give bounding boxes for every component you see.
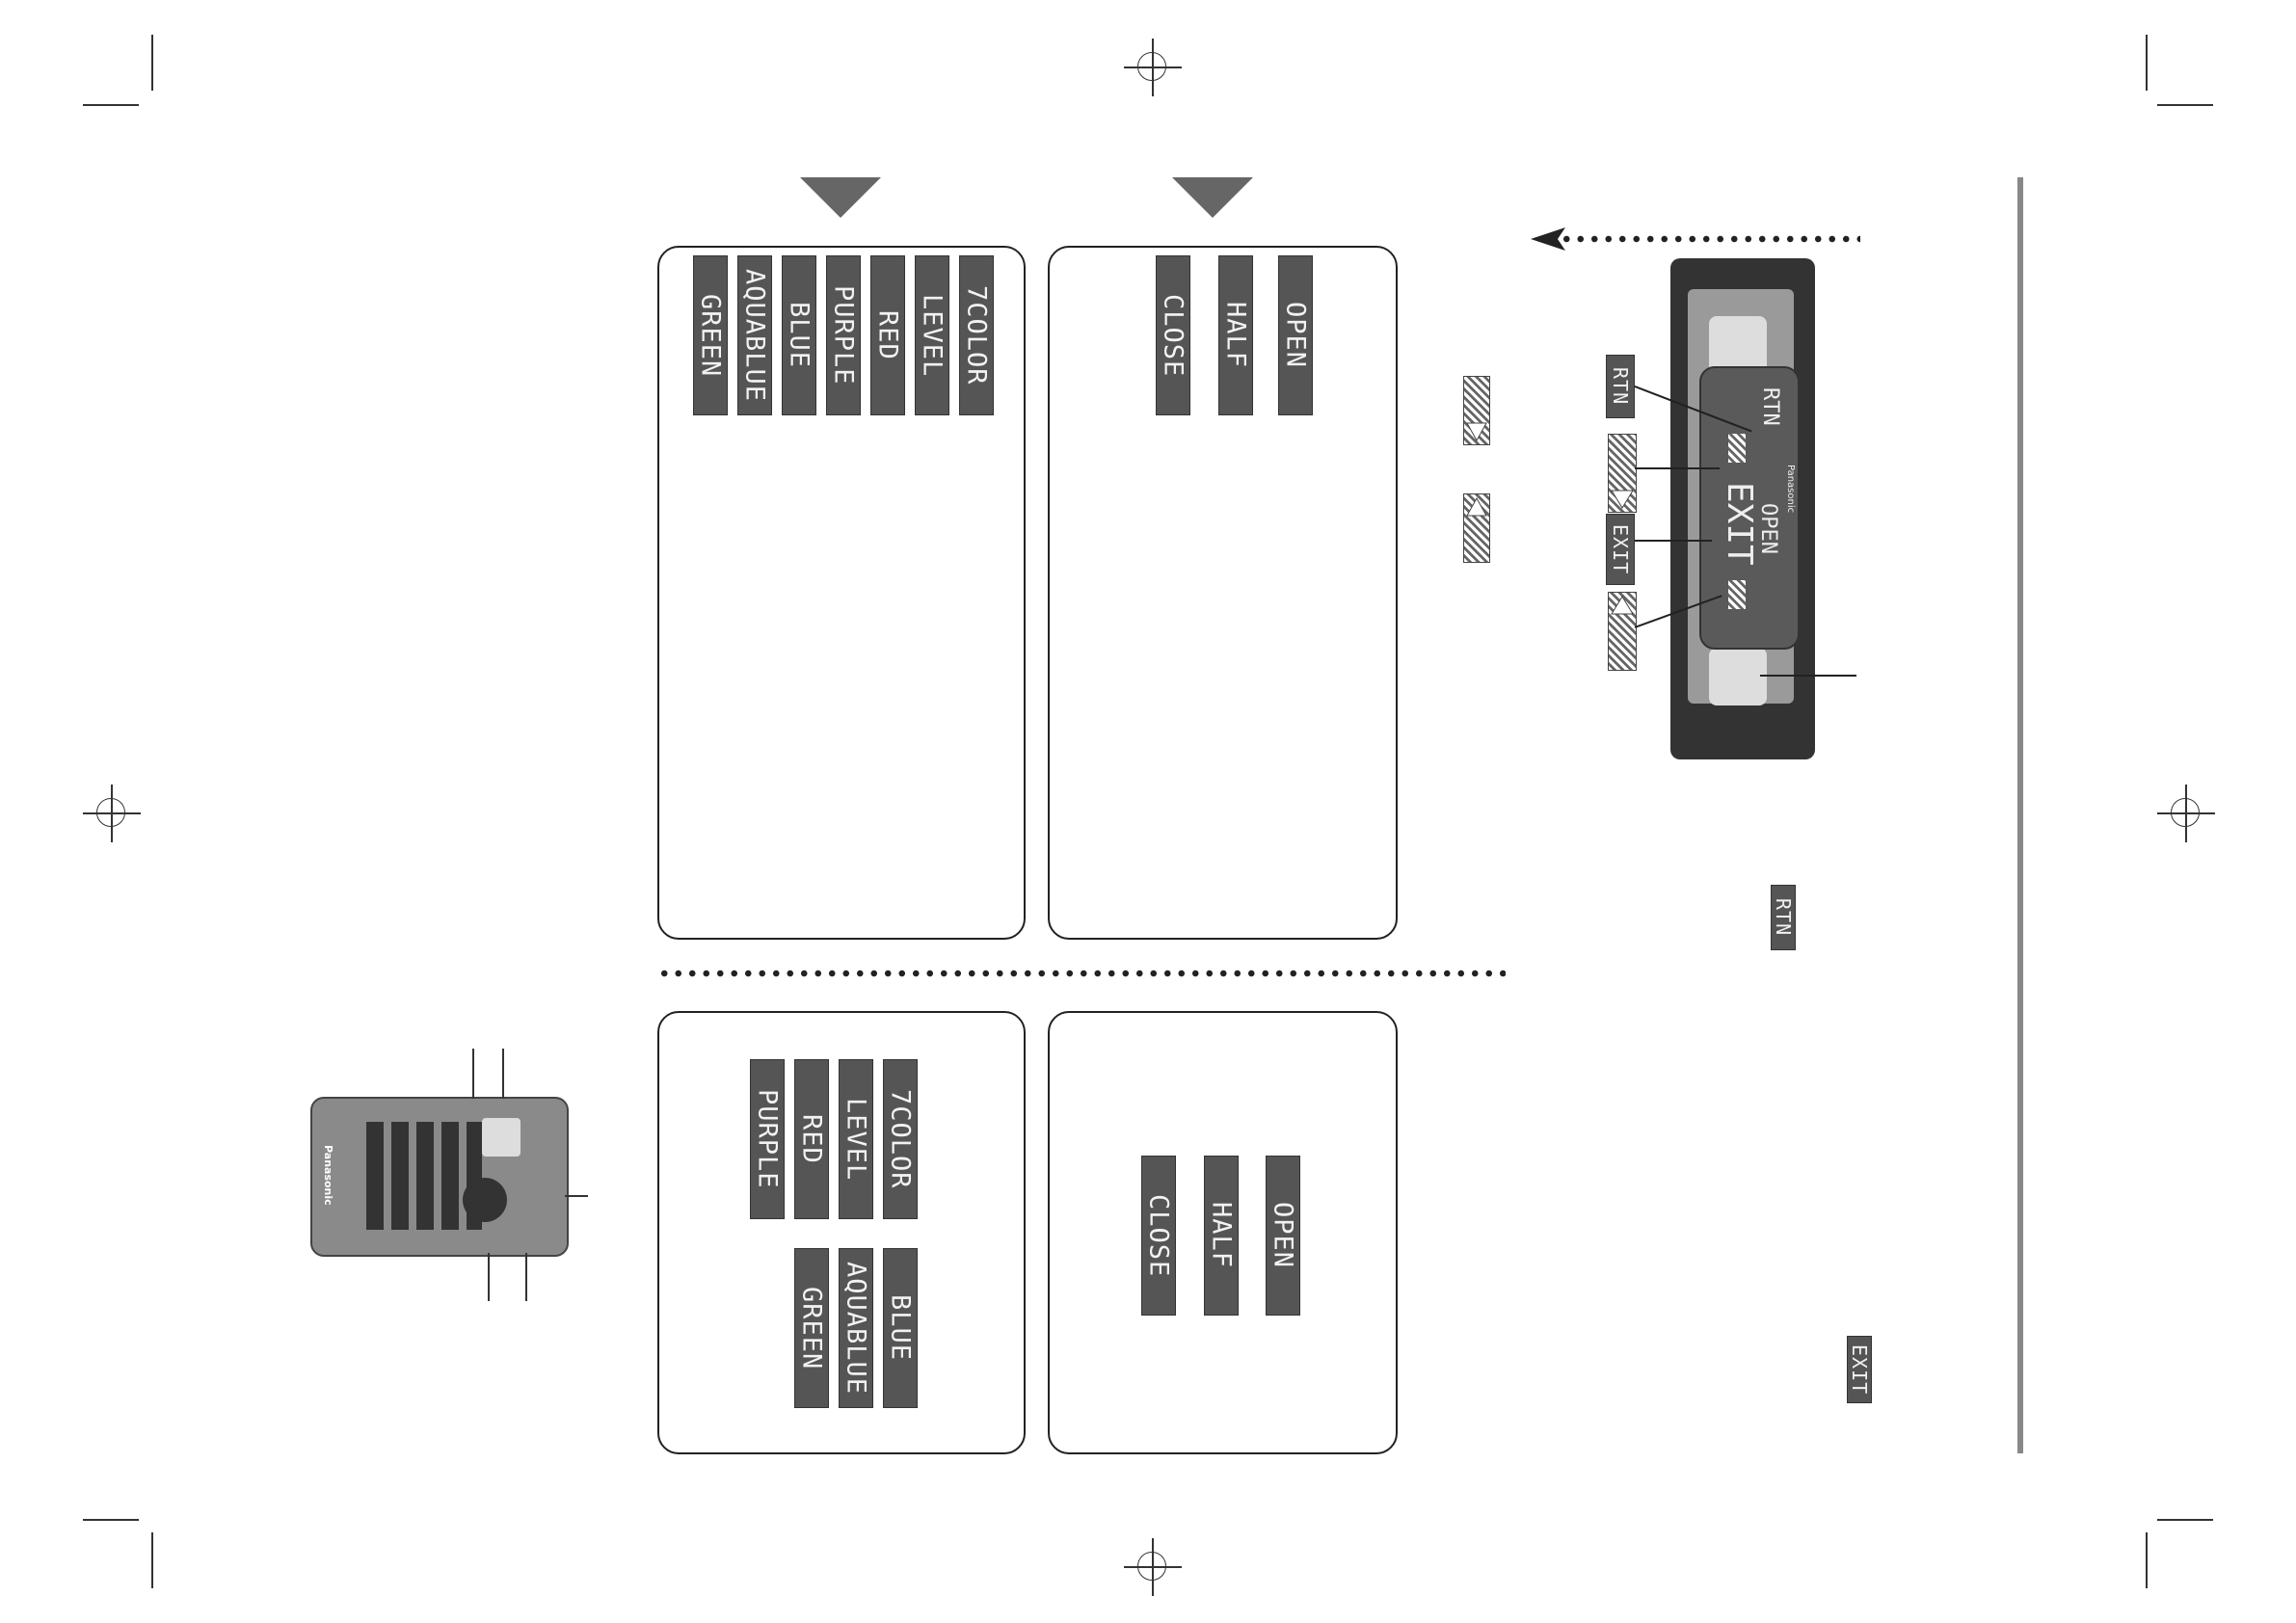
option-open: OPEN bbox=[1278, 255, 1313, 415]
remote-joystick bbox=[463, 1178, 507, 1222]
display-brand: Panasonic bbox=[1785, 465, 1796, 514]
display-window: Panasonic RTN OPEN EXIT bbox=[1699, 366, 1800, 650]
crop-mark bbox=[2157, 1519, 2213, 1521]
option-7color: 7COLOR bbox=[883, 1059, 918, 1219]
car-unit-faceplate: Panasonic RTN OPEN EXIT bbox=[1670, 258, 1815, 759]
knob-bottom bbox=[1709, 648, 1767, 705]
option-blue: BLUE bbox=[883, 1248, 918, 1408]
crop-mark bbox=[83, 1519, 139, 1521]
option-7color: 7COLOR bbox=[959, 255, 994, 415]
option-red: RED bbox=[870, 255, 905, 415]
crop-mark bbox=[2157, 104, 2213, 106]
registration-mark-icon bbox=[2157, 785, 2215, 842]
rtn-callout: RTN bbox=[1606, 355, 1635, 418]
rtn-side-chip: RTN bbox=[1771, 885, 1796, 950]
open-close-panel-top: OPEN HALF CLOSE bbox=[1048, 246, 1398, 940]
option-aquablue: AQUABLUE bbox=[839, 1248, 873, 1408]
crop-mark bbox=[2146, 35, 2148, 91]
color-panel-bottom: 7COLOR LEVEL RED PURPLE BLUE AQUABLUE GR… bbox=[657, 1011, 1026, 1454]
dotted-arrow-line bbox=[1560, 235, 1860, 243]
exit-callout: EXIT bbox=[1606, 514, 1635, 585]
option-purple: PURPLE bbox=[750, 1059, 785, 1219]
display-rtn: RTN bbox=[1758, 387, 1782, 426]
remote-light-buttons bbox=[482, 1118, 521, 1157]
down-triangle-icon bbox=[800, 177, 881, 218]
remote-leader bbox=[525, 1253, 527, 1301]
option-green: GREEN bbox=[794, 1248, 829, 1408]
remote-leader bbox=[502, 1049, 504, 1099]
crop-mark bbox=[151, 35, 153, 91]
exit-side-chip: EXIT bbox=[1847, 1336, 1872, 1403]
option-half: HALF bbox=[1204, 1156, 1239, 1316]
leader-line bbox=[1635, 467, 1720, 469]
display-exit: EXIT bbox=[1720, 482, 1759, 566]
option-open: OPEN bbox=[1266, 1156, 1300, 1316]
down-button-icon bbox=[1463, 376, 1490, 445]
side-rule bbox=[2017, 177, 2023, 1453]
up-button-icon bbox=[1463, 493, 1490, 563]
display-up-icon bbox=[1728, 580, 1746, 609]
remote-leader bbox=[565, 1195, 588, 1197]
up-button-callout-icon bbox=[1608, 592, 1637, 671]
down-triangle-icon bbox=[1172, 177, 1253, 218]
option-red: RED bbox=[794, 1059, 829, 1219]
crop-mark bbox=[83, 104, 139, 106]
remote-button-grid bbox=[366, 1122, 482, 1230]
option-aquablue: AQUABLUE bbox=[737, 255, 772, 415]
option-close: CLOSE bbox=[1141, 1156, 1176, 1316]
color-panel-top: 7COLOR LEVEL RED PURPLE BLUE AQUABLUE GR… bbox=[657, 246, 1026, 940]
knob-top bbox=[1709, 316, 1767, 374]
crop-mark bbox=[2146, 1532, 2148, 1588]
registration-mark-icon bbox=[1124, 1538, 1182, 1596]
option-purple: PURPLE bbox=[826, 255, 861, 415]
remote-brand: Panasonic bbox=[322, 1145, 334, 1206]
registration-mark-icon bbox=[1124, 39, 1182, 96]
option-half: HALF bbox=[1218, 255, 1253, 415]
option-blue: BLUE bbox=[782, 255, 816, 415]
remote-leader bbox=[488, 1253, 490, 1301]
arrow-left-icon bbox=[1531, 227, 1565, 251]
leader-line bbox=[1760, 675, 1856, 677]
remote-control: Panasonic bbox=[310, 1097, 569, 1257]
open-close-panel-bottom: OPEN HALF CLOSE bbox=[1048, 1011, 1398, 1454]
registration-mark-icon bbox=[83, 785, 141, 842]
display-down-icon bbox=[1728, 434, 1746, 463]
option-level: LEVEL bbox=[915, 255, 949, 415]
dotted-separator bbox=[657, 970, 1506, 977]
down-button-callout-icon bbox=[1608, 434, 1637, 513]
remote-leader bbox=[472, 1049, 474, 1099]
option-close: CLOSE bbox=[1156, 255, 1190, 415]
option-green: GREEN bbox=[693, 255, 728, 415]
crop-mark bbox=[151, 1532, 153, 1588]
leader-line bbox=[1635, 540, 1712, 542]
display-open: OPEN bbox=[1756, 503, 1780, 554]
option-level: LEVEL bbox=[839, 1059, 873, 1219]
